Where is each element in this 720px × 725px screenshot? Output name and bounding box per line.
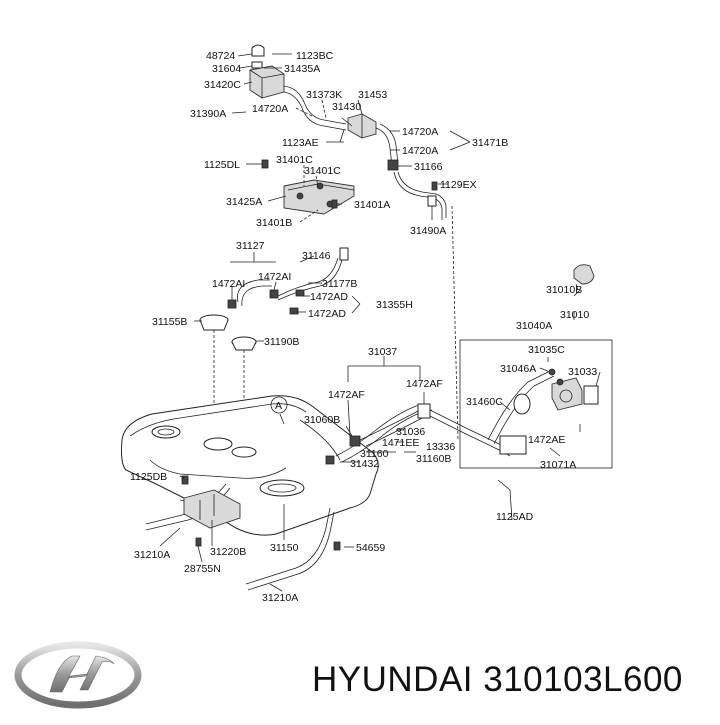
vent-hoses — [199, 247, 349, 351]
label-31432: 31432 — [350, 458, 379, 470]
label-1125DB: 1125DB — [130, 471, 167, 483]
label-31401A: 31401A — [354, 199, 390, 211]
label-31401C-1: 31401C — [276, 154, 313, 166]
label-31010B: 31010B — [546, 284, 582, 296]
label-31033: 31033 — [568, 366, 597, 378]
label-31453: 31453 — [358, 89, 387, 101]
lower-leaders — [159, 289, 601, 592]
label-1472AE: 1472AE — [528, 434, 565, 446]
label-31420C: 31420C — [204, 79, 241, 91]
label-31401C-2: 31401C — [304, 165, 341, 177]
label-1125AD: 1125AD — [496, 511, 534, 523]
label-31220B: 31220B — [210, 546, 246, 558]
label-1472AD-1: 1472AD — [310, 291, 348, 303]
label-31355H: 31355H — [376, 299, 413, 311]
label-1129EX: 1129EX — [440, 179, 477, 191]
label-31435A: 31435A — [284, 63, 320, 75]
label-31210A-1: 31210A — [134, 549, 170, 561]
label-1472AD-2: 1472AD — [308, 308, 346, 320]
label-31190B: 31190B — [264, 336, 299, 348]
label-31150: 31150 — [270, 542, 299, 554]
label-31210A-2: 31210A — [262, 592, 298, 604]
label-31037: 31037 — [368, 346, 397, 358]
label-31401B: 31401B — [256, 217, 292, 229]
label-48724: 48724 — [206, 50, 235, 62]
label-1472AF-2: 1472AF — [406, 378, 443, 390]
label-31127: 31127 — [236, 240, 265, 252]
label-31155B: 31155B — [152, 316, 187, 328]
label-14720A-3: 14720A — [402, 145, 438, 157]
label-1123BC: 1123BC — [296, 50, 334, 62]
label-1471EE: 1471EE — [382, 437, 419, 449]
label-a-callout: A — [275, 400, 282, 412]
callout-circle-a — [270, 396, 288, 414]
tank-straps — [145, 475, 341, 591]
label-54659: 54659 — [356, 542, 385, 554]
label-31604: 31604 — [212, 63, 241, 75]
label-1125DL: 1125DL — [204, 159, 240, 171]
label-31060B: 31060B — [304, 414, 340, 426]
label-31177B: 31177B — [322, 278, 357, 290]
label-1472AI-2: 1472AI — [258, 271, 291, 283]
label-14720A-1: 14720A — [252, 103, 288, 115]
part-number-caption: HYUNDAI 310103L600 — [312, 660, 683, 699]
filler-neck — [325, 403, 511, 465]
label-31160B: 31160B — [416, 453, 451, 465]
label-31166: 31166 — [414, 161, 443, 173]
label-31035C: 31035C — [528, 344, 565, 356]
label-31430: 31430 — [332, 101, 361, 113]
label-1472AI-1: 1472AI — [212, 278, 245, 290]
label-31160: 31160 — [360, 448, 389, 460]
label-13336: 13336 — [426, 441, 455, 453]
label-31373K: 31373K — [306, 89, 342, 101]
label-31010: 31010 — [560, 309, 589, 321]
fuel-tank — [121, 395, 379, 536]
label-31471B: 31471B — [472, 137, 508, 149]
label-31490A: 31490A — [410, 225, 446, 237]
label-14720A-2: 14720A — [402, 126, 438, 138]
label-31040A: 31040A — [516, 320, 552, 332]
top-leaders — [231, 53, 471, 223]
label-31390A: 31390A — [190, 108, 226, 120]
label-1123AE: 1123AE — [282, 137, 319, 149]
label-31071A: 31071A — [540, 459, 576, 471]
label-31460C: 31460C — [466, 396, 503, 408]
part-labels: 48724 1123BC 31604 31435A 31420C 31373K … — [130, 50, 597, 604]
filler-detail-box — [459, 264, 613, 469]
label-31046A: 31046A — [500, 363, 536, 375]
label-31036: 31036 — [396, 426, 425, 438]
hyundai-logo-icon — [14, 641, 142, 709]
label-28755N: 28755N — [184, 563, 221, 575]
label-31425A: 31425A — [226, 196, 262, 208]
label-1472AF-1: 1472AF — [328, 389, 365, 401]
label-31146: 31146 — [302, 250, 331, 262]
